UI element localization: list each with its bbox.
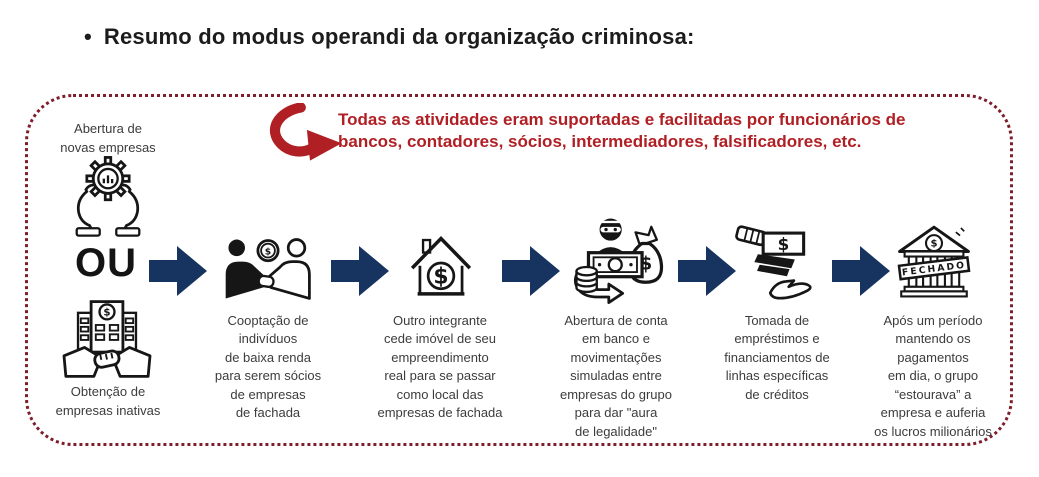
people-handshake-icon: $: [225, 238, 311, 300]
title-row: • Resumo do modus operandi da organizaçã…: [84, 24, 695, 50]
flow-arrow-icon: [502, 246, 560, 296]
hands-holding-gear-icon: [75, 156, 141, 237]
step-label-estouro: Após um período mantendo os pagamentos e…: [874, 313, 992, 439]
step-label-cooptacao: Cooptação de indivíduos de baixa renda p…: [214, 313, 322, 421]
flow-arrow-icon: [149, 246, 207, 296]
building-handshake-icon: $: [62, 300, 152, 378]
step-label-conta-banco: Abertura de conta em banco e movimentaçõ…: [559, 313, 672, 439]
svg-text:$: $: [778, 234, 790, 254]
svg-text:$: $: [265, 246, 271, 257]
step-label-emprestimos: Tomada de empréstimos e financiamentos d…: [724, 313, 830, 402]
title-bullet: •: [84, 24, 92, 49]
label-abertura-novas-empresas: Abertura de novas empresas: [60, 121, 156, 155]
money-exchange-hands-icon: $: [735, 225, 812, 300]
svg-text:$: $: [103, 307, 110, 319]
flow-arrow-icon: [678, 246, 736, 296]
or-text: OU: [75, 241, 137, 285]
thief-money-icon: $: [573, 218, 664, 304]
flow-arrow-icon: [331, 246, 389, 296]
house-dollar-icon: $: [410, 235, 472, 296]
page-title: Resumo do modus operandi da organização …: [103, 24, 695, 49]
step-label-imovel: Outro integrante cede imóvel de seu empr…: [377, 313, 503, 421]
closed-bank-icon: $ FECHADO: [897, 225, 971, 298]
flow-arrow-icon: [832, 246, 890, 296]
curved-red-arrow-icon: [269, 103, 342, 161]
callout-text: Todas as atividades eram suportadas e fa…: [338, 110, 906, 152]
dotted-frame: [25, 94, 1013, 446]
label-obtencao-empresas-inativas: Obtenção de empresas inativas: [55, 384, 161, 418]
svg-text:$: $: [930, 238, 937, 249]
svg-text:$: $: [433, 265, 448, 290]
